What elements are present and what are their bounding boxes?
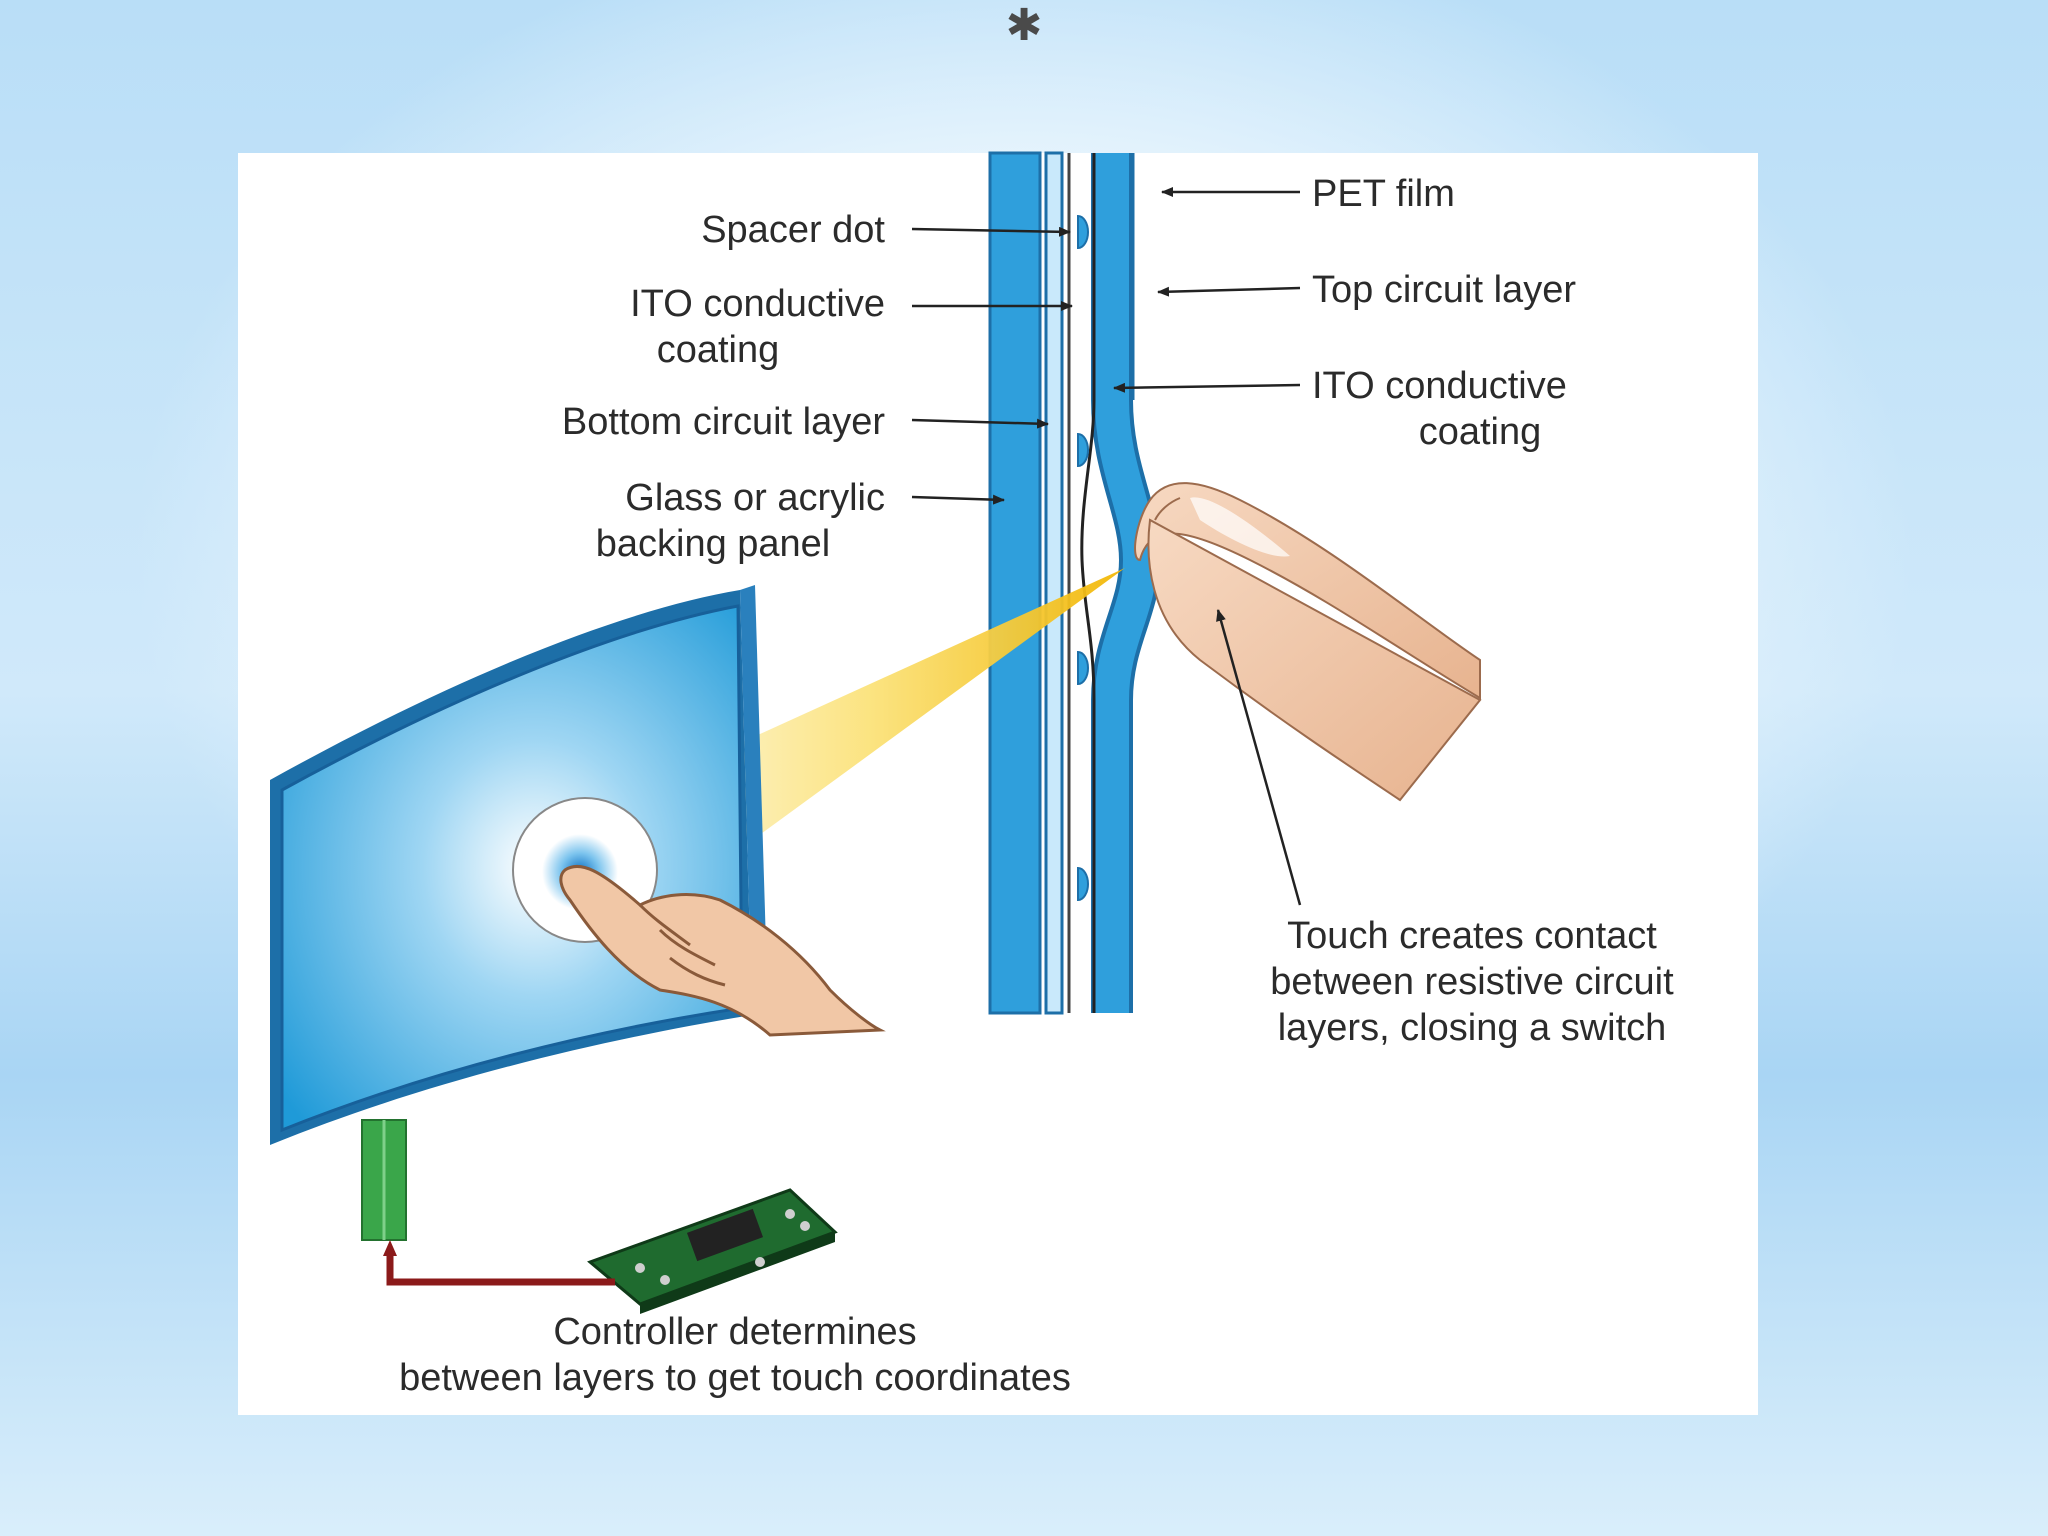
- label-glass-2: backing panel: [596, 523, 831, 565]
- circuit-board-icon: [587, 1188, 838, 1314]
- label-pet-film: PET film: [1312, 173, 1455, 215]
- label-ito-left-1: ITO conductive: [630, 283, 885, 325]
- label-touch-2: between resistive circuit: [1270, 961, 1674, 1003]
- label-ito-right-2: coating: [1419, 411, 1542, 453]
- label-spacer-dot: Spacer dot: [701, 209, 885, 251]
- label-top-circuit: Top circuit layer: [1312, 269, 1576, 311]
- monitor-icon: [270, 585, 768, 1145]
- hand-icon: [559, 864, 886, 1037]
- finger-icon: [1134, 482, 1482, 802]
- controller-arrow: [383, 1240, 615, 1286]
- label-controller-2: between layers to get touch coordinates: [399, 1357, 1071, 1399]
- label-glass-1: Glass or acrylic: [625, 477, 885, 519]
- label-touch-3: layers, closing a switch: [1278, 1007, 1667, 1049]
- label-bottom-circuit: Bottom circuit layer: [562, 401, 885, 443]
- label-ito-right-1: ITO conductive: [1312, 365, 1567, 407]
- label-controller-1: Controller determines: [553, 1311, 916, 1353]
- label-ito-left-2: coating: [657, 329, 780, 371]
- label-touch-1: Touch creates contact: [1287, 915, 1657, 957]
- spacer-dots: [1077, 214, 1089, 902]
- leader-lines: [911, 187, 1302, 906]
- asterisk-icon: ✱: [1006, 0, 1043, 51]
